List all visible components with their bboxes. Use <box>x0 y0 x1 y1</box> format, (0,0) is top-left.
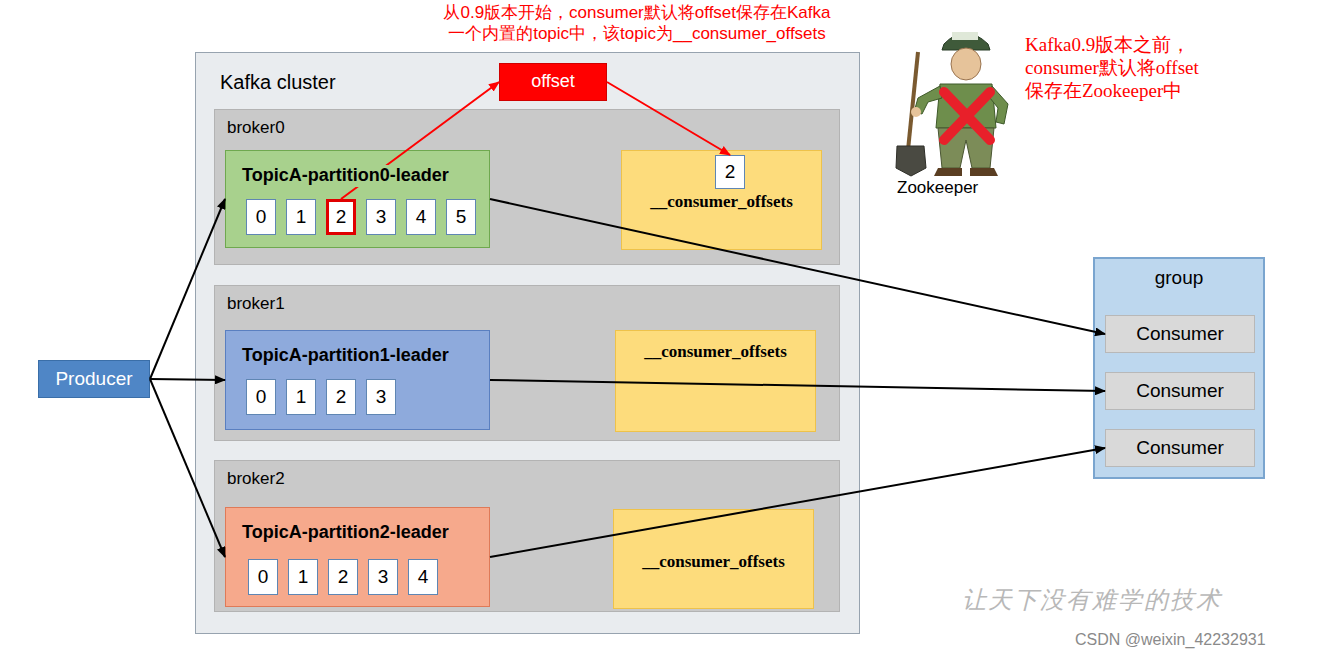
note-text-holder: Kafka0.9版本之前， consumer默认将offset 保存在Zooke… <box>1025 34 1270 102</box>
node-text: TopicA-partition1-leader <box>240 345 451 367</box>
node-text: __consumer_offsets <box>640 552 787 572</box>
group-box: groupConsumerConsumerConsumer <box>1093 257 1265 479</box>
node-text: 0 <box>256 206 267 229</box>
node-text: 1 <box>296 206 307 229</box>
offset-cell: 0 <box>246 199 276 235</box>
node-text: 0 <box>258 566 269 589</box>
watermark: 让天下没有难学的技术 <box>962 586 1222 615</box>
broker-band: broker0TopicA-partition0-leader 0 1 2 3 4 5 __c… <box>214 109 840 265</box>
red-cross <box>944 92 990 140</box>
offset-cell: 0 <box>246 379 276 415</box>
offset-cell: 4 <box>408 559 438 595</box>
offset-cell: 2 <box>715 155 745 189</box>
node-text: Consumer <box>1136 380 1224 403</box>
connector-arrow <box>150 379 225 557</box>
node-text: 1 <box>298 566 309 589</box>
node-text: broker0 <box>227 118 285 138</box>
node-text: offset <box>531 71 575 93</box>
connector-arrow <box>150 379 225 380</box>
face <box>951 48 981 80</box>
connector-arrow <box>490 380 1105 391</box>
cross-stroke <box>944 92 990 140</box>
figure-caption-holder: Zookeeper <box>897 178 978 198</box>
offsets-topic-box: __consumer_offsets <box>613 509 814 609</box>
node-text: 3 <box>376 206 387 229</box>
note-text-holder: 从0.9版本开始，consumer默认将offset保存在Kafka 一个内置的… <box>377 2 897 45</box>
hand <box>911 107 921 117</box>
producer-box: Producer <box>38 360 150 398</box>
offset-box: offset <box>499 63 607 101</box>
broker-band: broker2TopicA-partition2-leader 0 1 2 3 4 __co… <box>214 460 840 612</box>
connector-arrow <box>490 199 1105 334</box>
node-text: 2 <box>336 206 347 229</box>
note-text: 从0.9版本开始，consumer默认将offset保存在Kafka 一个内置的… <box>377 2 897 45</box>
note-text: Kafka0.9版本之前， consumer默认将offset 保存在Zooke… <box>1025 34 1270 102</box>
cluster-box: Kafka cluster offset broker0TopicA-partiti… <box>195 52 860 634</box>
watermark: CSDN @weixin_42232931 <box>1075 630 1266 649</box>
node-text: group <box>1155 267 1204 290</box>
node-text: Kafka cluster <box>220 70 336 94</box>
shovel-blade <box>896 146 926 176</box>
boot <box>970 168 998 176</box>
node-text: __consumer_offsets <box>648 192 795 212</box>
zookeeper-figure <box>896 32 1008 176</box>
node-text: __consumer_offsets <box>642 342 789 362</box>
consumer-box: Consumer <box>1105 429 1255 467</box>
node-text: Producer <box>55 368 132 391</box>
figure-caption: Zookeeper <box>897 178 978 198</box>
broker-band: broker1TopicA-partition1-leader 0 1 2 3 __con… <box>214 285 840 441</box>
node-text: TopicA-partition0-leader <box>240 165 451 187</box>
offset-cell: 2 <box>326 379 356 415</box>
boot <box>934 168 962 176</box>
offset-cell: 4 <box>406 199 436 235</box>
node-text: 4 <box>418 566 429 589</box>
offset-cell: 5 <box>446 199 476 235</box>
offset-cell: 2 <box>328 559 358 595</box>
node-text: 1 <box>296 386 307 409</box>
node-text: broker1 <box>227 294 285 314</box>
offsets-topic-box: __consumer_offsets 2 <box>621 150 822 250</box>
offset-cell: 2 <box>326 199 356 235</box>
connector-arrow <box>150 199 225 379</box>
partition-box: TopicA-partition1-leader 0 1 2 3 <box>225 330 490 430</box>
node-text: 2 <box>338 566 349 589</box>
offset-cell: 1 <box>286 379 316 415</box>
offset-cell: 1 <box>288 559 318 595</box>
node-text: Consumer <box>1136 323 1224 346</box>
node-text: broker2 <box>227 469 285 489</box>
node-text: 5 <box>456 206 467 229</box>
consumer-box: Consumer <box>1105 372 1255 410</box>
cap-badge <box>952 32 978 40</box>
cap <box>942 33 990 50</box>
node-text: 2 <box>725 161 736 184</box>
offset-cell: 3 <box>366 379 396 415</box>
node-text: 3 <box>376 386 387 409</box>
connector-arrow <box>490 448 1105 557</box>
offset-cell: 1 <box>286 199 316 235</box>
node-text: 2 <box>336 386 347 409</box>
connector-arrow <box>607 82 730 155</box>
node-text: Consumer <box>1136 437 1224 460</box>
watermark-holder: CSDN @weixin_42232931 <box>1075 630 1266 649</box>
offset-cell: 3 <box>366 199 396 235</box>
shovel-handle <box>908 52 918 150</box>
offset-cell: 0 <box>248 559 278 595</box>
partition-box: TopicA-partition0-leader 0 1 2 3 4 5 <box>225 150 490 248</box>
consumer-box: Consumer <box>1105 315 1255 353</box>
node-text: 4 <box>416 206 427 229</box>
offset-cell: 3 <box>368 559 398 595</box>
node-text: 3 <box>378 566 389 589</box>
node-text: TopicA-partition2-leader <box>240 522 451 544</box>
cross-stroke <box>944 92 990 140</box>
connector-arrow <box>341 82 499 199</box>
offsets-topic-box: __consumer_offsets <box>615 330 816 432</box>
node-text: 0 <box>256 386 267 409</box>
partition-box: TopicA-partition2-leader 0 1 2 3 4 <box>225 507 490 607</box>
watermark-holder: 让天下没有难学的技术 <box>962 586 1222 615</box>
